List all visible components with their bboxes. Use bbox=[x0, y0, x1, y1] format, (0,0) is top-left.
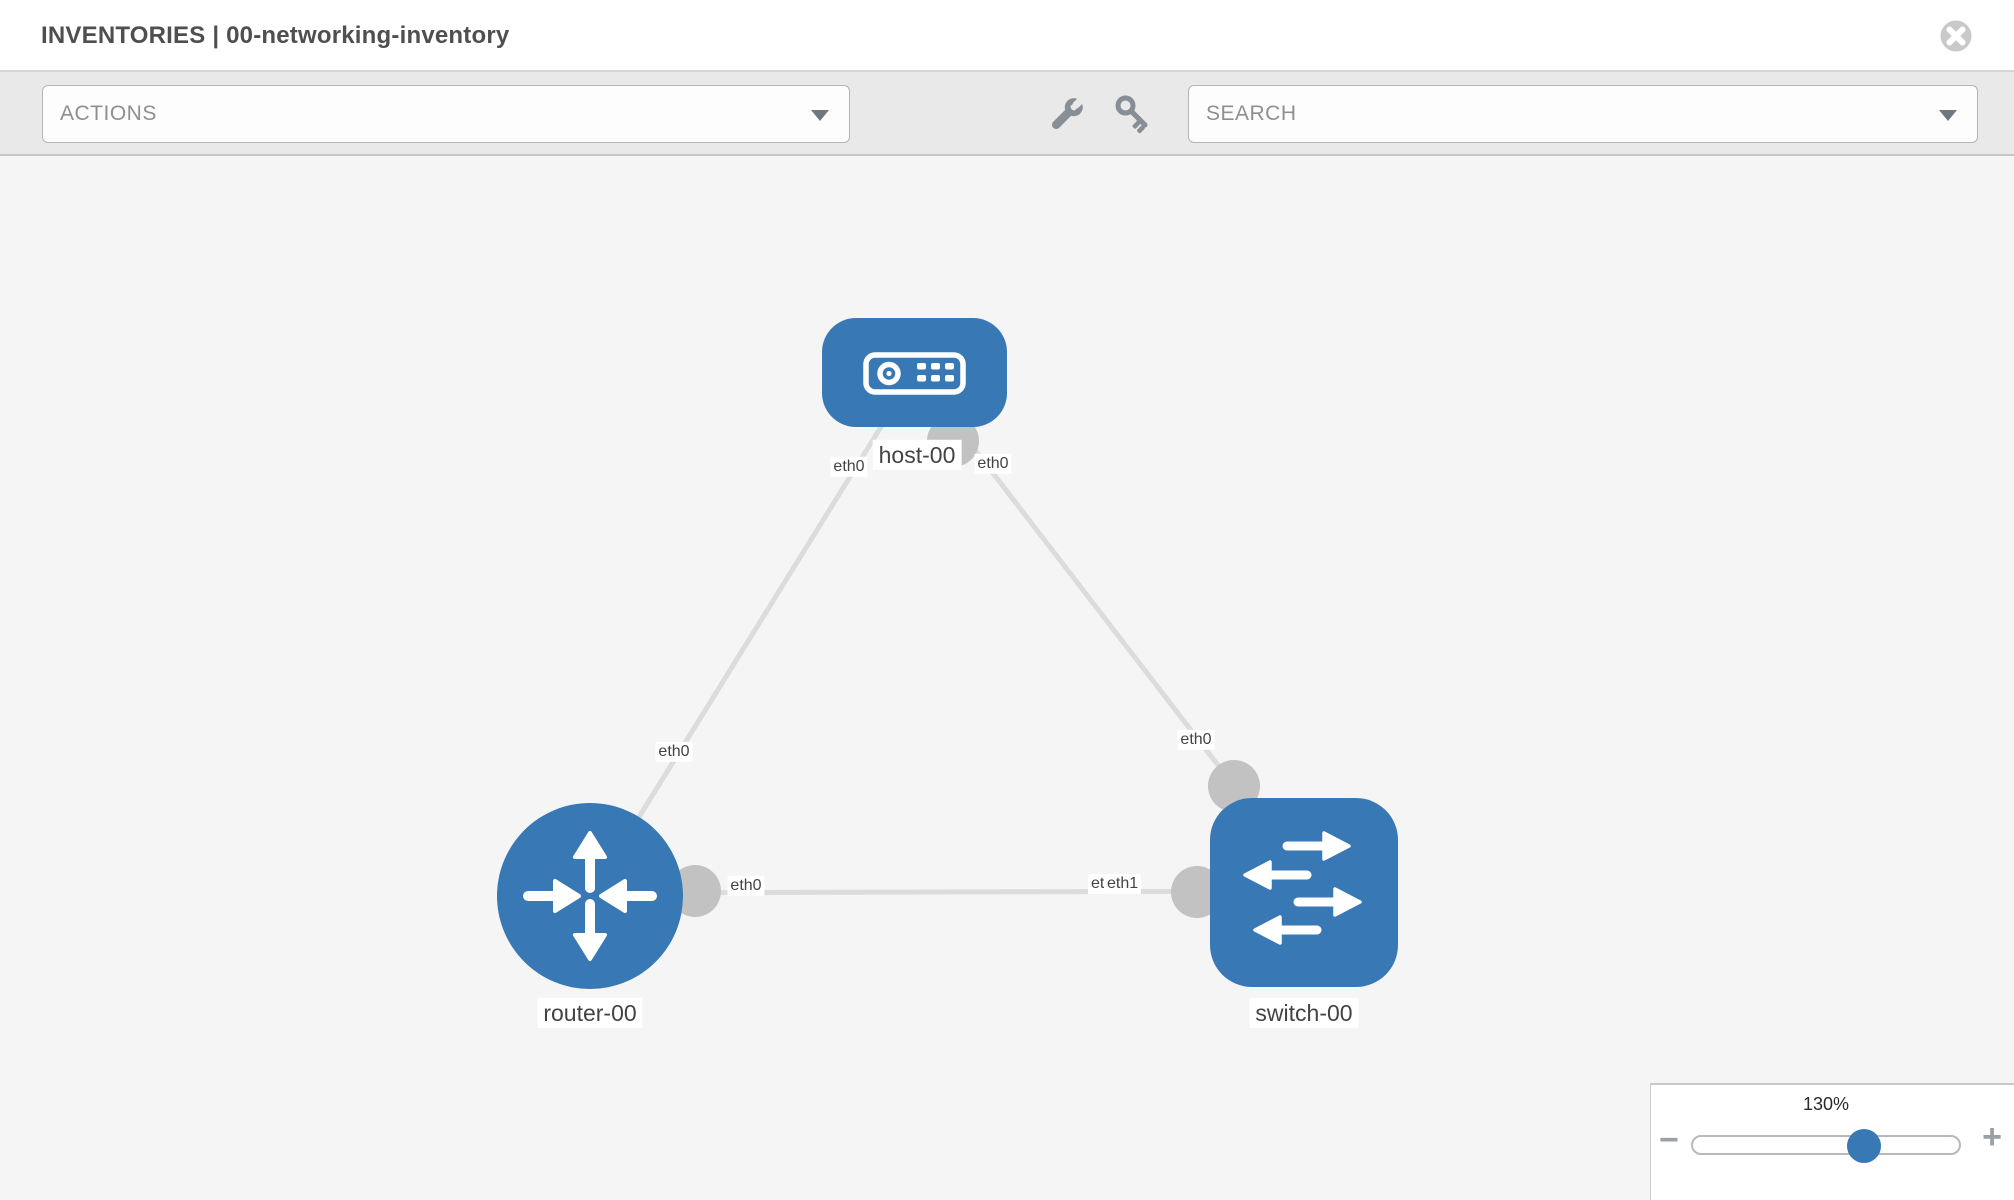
search-dropdown-label: SEARCH bbox=[1206, 102, 1297, 125]
zoom-control-panel: 130% − + bbox=[1650, 1083, 2014, 1200]
node-label-router: router-00 bbox=[537, 997, 643, 1029]
actions-dropdown[interactable]: ACTIONS bbox=[42, 85, 850, 143]
node-router-00[interactable] bbox=[497, 803, 683, 989]
topology-canvas[interactable]: host-00 router-00 switch-00 eth0 eth0 et… bbox=[0, 156, 2014, 1200]
chevron-down-icon bbox=[1939, 110, 1957, 121]
interface-label-router-eth0-horizontal: eth0 bbox=[727, 875, 765, 897]
close-button[interactable] bbox=[1938, 18, 1974, 54]
interface-label-switch-eth1-front: eth1 bbox=[1104, 874, 1142, 894]
page-title: INVENTORIES | 00-networking-inventory bbox=[41, 22, 510, 49]
close-icon bbox=[1940, 20, 1972, 52]
zoom-slider-thumb[interactable] bbox=[1847, 1129, 1881, 1163]
zoom-out-button[interactable]: − bbox=[1659, 1121, 1679, 1159]
credentials-button[interactable] bbox=[1115, 95, 1155, 135]
interface-label-host-eth0-right: eth0 bbox=[974, 453, 1012, 475]
zoom-in-button[interactable]: + bbox=[1982, 1118, 2002, 1156]
chevron-down-icon bbox=[811, 110, 829, 121]
node-label-switch: switch-00 bbox=[1249, 997, 1359, 1029]
node-switch-00[interactable] bbox=[1210, 798, 1398, 987]
interface-label-router-eth0-uplink: eth0 bbox=[655, 741, 693, 763]
ports-layer bbox=[669, 415, 1260, 918]
node-host-00[interactable] bbox=[822, 318, 1007, 427]
node-label-host: host-00 bbox=[872, 439, 962, 471]
actions-dropdown-label: ACTIONS bbox=[60, 102, 157, 125]
toolbar: ACTIONS SEARCH bbox=[0, 72, 2014, 156]
router-arrows-icon bbox=[523, 831, 657, 961]
key-icon bbox=[1115, 95, 1148, 134]
zoom-level-label: 130% bbox=[1802, 1094, 1850, 1114]
interface-label-host-eth0-left: eth0 bbox=[830, 456, 868, 478]
topology-svg bbox=[497, 318, 1398, 989]
wrench-icon bbox=[1051, 95, 1086, 130]
header: INVENTORIES | 00-networking-inventory bbox=[0, 0, 2014, 72]
server-icon bbox=[863, 352, 966, 395]
configure-button[interactable] bbox=[1046, 95, 1086, 135]
search-dropdown[interactable]: SEARCH bbox=[1188, 85, 1978, 143]
switch-arrows-icon bbox=[1243, 831, 1362, 945]
interface-label-switch-eth0-uplink: eth0 bbox=[1177, 729, 1215, 751]
zoom-slider-track[interactable] bbox=[1691, 1135, 1961, 1155]
